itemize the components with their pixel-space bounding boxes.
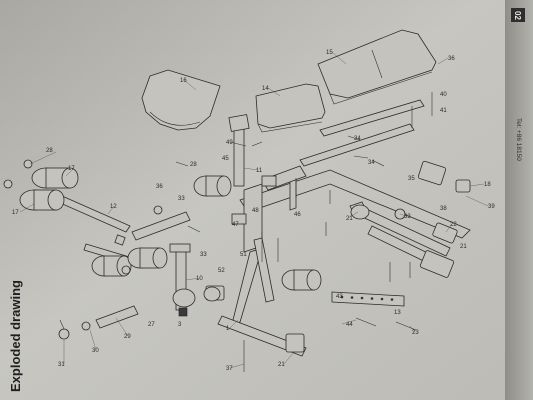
small-parts [3,159,471,340]
callout-51: 51 [240,252,247,258]
callout-12: 12 [110,204,117,210]
callouts: 16 15 14 36 40 41 28 17 17 12 36 33 28 1… [12,50,495,372]
callout-49: 49 [226,140,233,146]
callout-37: 37 [226,366,233,372]
page-title: Exploded drawing [8,280,23,392]
callout-3: 3 [178,322,182,328]
front-stabilizer [217,315,307,357]
callout-33b: 33 [404,214,411,220]
post-bracket [228,114,250,132]
callout-13: 13 [394,310,401,316]
callout-22: 22 [450,222,457,228]
callout-29: 29 [124,334,131,340]
callout-16: 16 [180,78,187,84]
leg-attachment-bar [131,211,191,241]
page-number: 02 [513,11,522,20]
callout-33: 33 [178,196,185,202]
callout-44: 44 [346,322,353,328]
callout-21c: 21 [278,362,285,368]
callout-1: 1 [226,326,230,332]
callout-17: 17 [68,166,75,172]
leg-post-cap [169,243,191,253]
contact-text: Tel: +86 18150 [515,118,522,161]
callout-21: 21 [346,216,353,222]
callout-45: 45 [222,156,229,162]
callout-38: 38 [440,206,447,212]
rear-end-cap [432,222,458,244]
callout-34b: 34 [368,160,375,166]
callout-41: 41 [440,108,447,114]
callout-17b: 17 [12,210,19,216]
callout-27: 27 [148,322,155,328]
callout-18: 18 [484,182,491,188]
page-number-box [511,8,525,22]
callout-21b: 21 [460,244,467,250]
callout-34: 34 [354,136,361,142]
leader-lines [19,51,489,369]
adjustment-plate [331,291,405,307]
callout-43: 43 [336,294,343,300]
callout-48: 48 [252,208,259,214]
callout-52: 52 [218,268,225,274]
callout-33c: 33 [200,252,207,258]
plate-holes [340,295,394,301]
leg-pad [141,69,221,131]
callout-28: 28 [46,148,53,154]
rear-foot-cap [419,250,455,278]
callout-36b: 36 [156,184,163,190]
callout-10: 10 [196,276,203,282]
callout-11: 11 [256,168,263,174]
callout-36: 36 [448,56,455,62]
callout-47: 47 [232,222,239,228]
backrest-pad [317,29,437,105]
callout-39: 39 [488,204,495,210]
foam-rollers [19,167,370,308]
seat-pad [255,83,326,133]
bolts [175,92,433,372]
callout-40: 40 [440,92,447,98]
callout-46: 46 [294,212,301,218]
callout-31: 31 [58,362,65,368]
callout-15: 15 [326,50,333,56]
front-foot-cap [285,333,305,353]
main-frame [231,99,471,325]
callout-23: 23 [412,330,419,336]
callout-35: 35 [408,176,415,182]
front-post [233,127,245,187]
page-margin [505,0,533,400]
callout-28b: 28 [190,162,197,168]
callout-30: 30 [92,348,99,354]
callout-14: 14 [262,86,269,92]
